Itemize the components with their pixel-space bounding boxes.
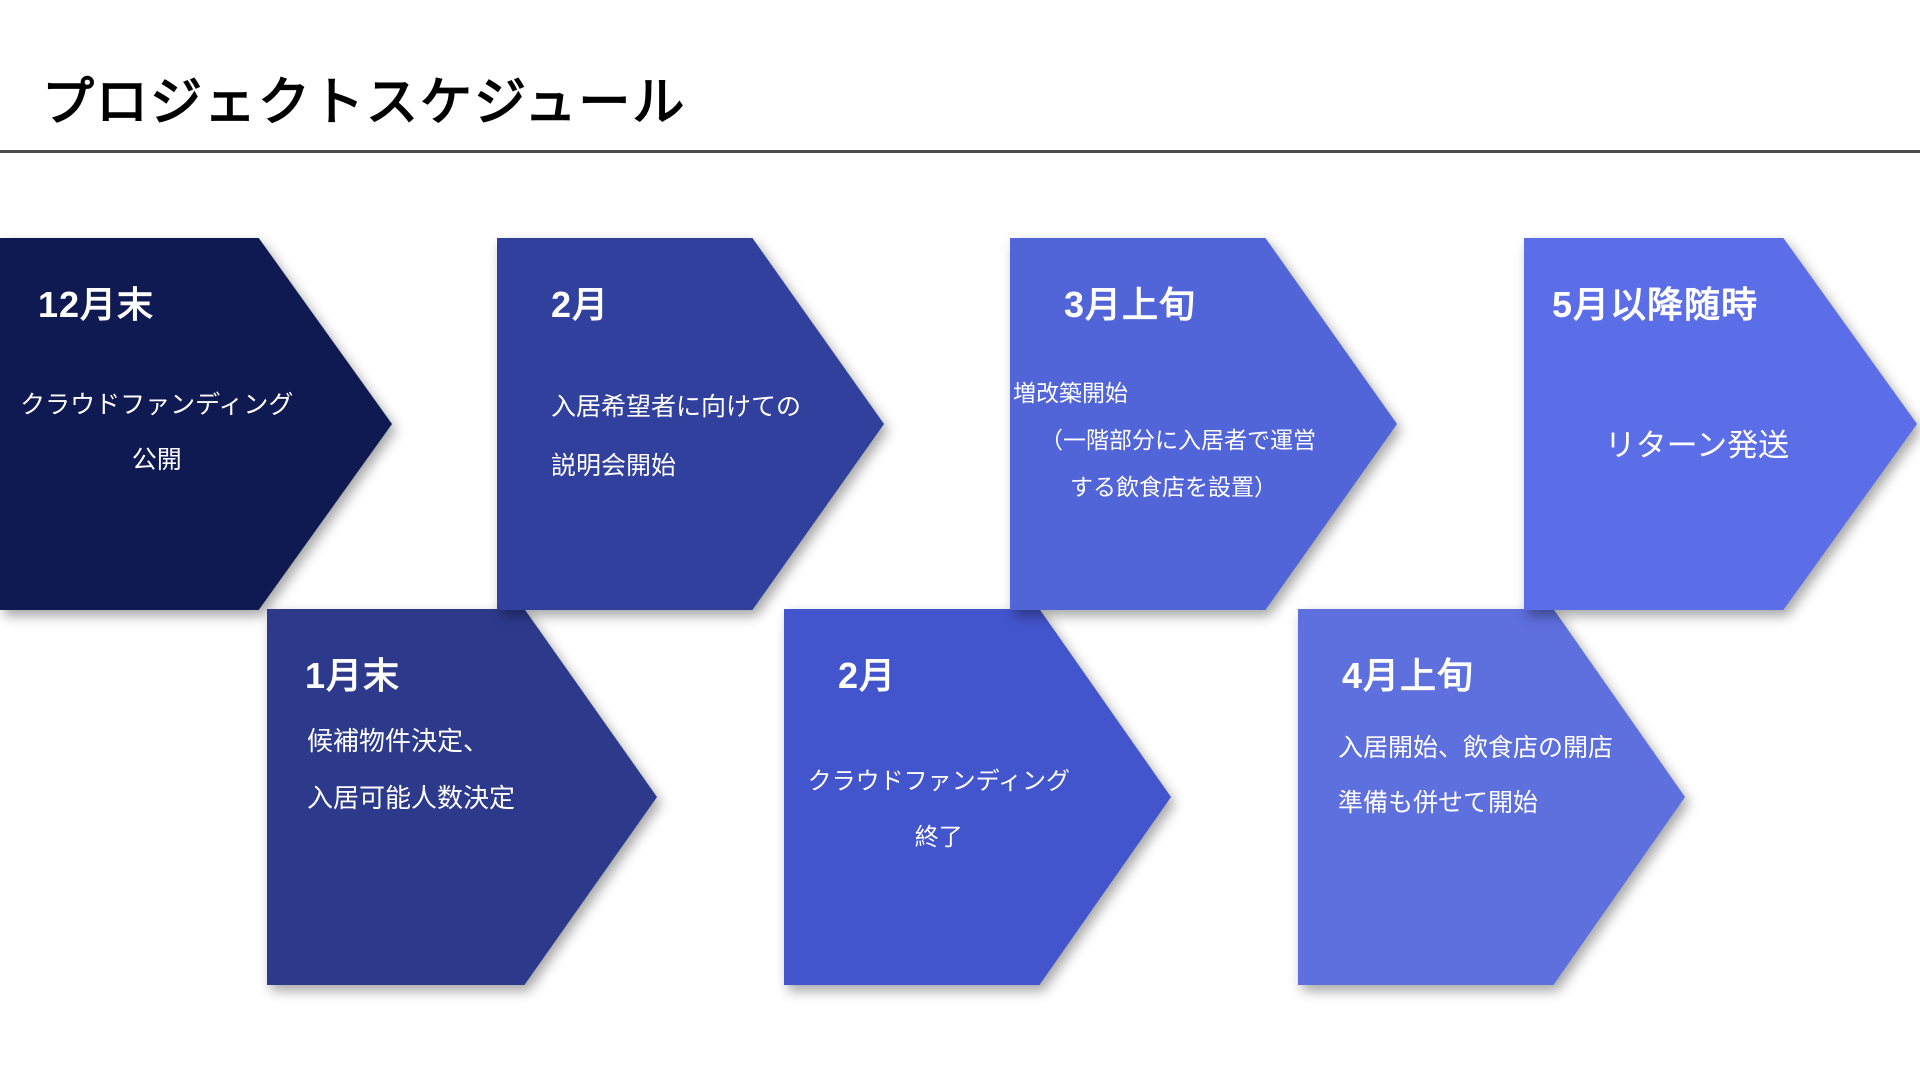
milestone-line: 増改築開始 [1013, 380, 1128, 406]
milestone-line: 候補物件決定、 [307, 726, 490, 756]
milestone-january-end: 1月末 候補物件決定、 入居可能人数決定 [267, 609, 657, 985]
milestone-date: 12月末 [38, 284, 155, 325]
milestone-line: クラウドファンディング [807, 768, 1070, 795]
milestone-line: 入居希望者に向けての [551, 393, 802, 421]
milestone-date: 5月以降随時 [1552, 284, 1759, 325]
milestone-date: 2月 [551, 284, 610, 325]
milestone-description: 候補物件決定、 入居可能人数決定 [267, 713, 657, 827]
milestone-line: 準備も併せて開始 [1338, 789, 1539, 817]
milestone-line: リターン発送 [1604, 428, 1790, 463]
chevron-arrow-shape: 1月末 候補物件決定、 入居可能人数決定 [267, 609, 657, 985]
milestone-date: 4月上旬 [1342, 655, 1475, 696]
milestone-date: 2月 [838, 655, 897, 696]
milestone-line: 公開 [131, 446, 182, 474]
milestone-early-april: 4月上旬 入居開始、飲食店の開店 準備も併せて開始 [1298, 609, 1685, 985]
chevron-arrow-shape: 3月上旬 増改築開始 （一階部分に入居者で運営 する飲食店を設置） [1010, 238, 1397, 610]
milestone-description: 入居開始、飲食店の開店 準備も併せて開始 [1298, 721, 1685, 831]
milestone-line: 説明会開始 [551, 451, 677, 480]
chevron-arrow-shape: 2月 クラウドファンディング 終了 [784, 609, 1171, 985]
milestone-description: クラウドファンディング 終了 [784, 754, 1094, 867]
milestone-from-may: 5月以降随時 リターン発送 [1524, 238, 1917, 610]
page-title: プロジェクトスケジュール [42, 74, 687, 132]
milestone-description: 増改築開始 （一階部分に入居者で運営 する飲食店を設置） [1010, 370, 1397, 511]
milestone-line: 入居開始、飲食店の開店 [1338, 734, 1614, 762]
milestone-description: 入居希望者に向けての 説明会開始 [497, 378, 884, 496]
milestone-line: （一階部分に入居者で運営 [1040, 427, 1316, 454]
milestone-february-briefing: 2月 入居希望者に向けての 説明会開始 [497, 238, 884, 610]
milestone-line: 終了 [914, 824, 963, 852]
chevron-arrow-shape: 4月上旬 入居開始、飲食店の開店 準備も併せて開始 [1298, 609, 1685, 985]
title-divider [0, 150, 1920, 153]
milestone-line: する飲食店を設置） [1070, 474, 1277, 501]
milestone-february-end-crowdfunding: 2月 クラウドファンディング 終了 [784, 609, 1171, 985]
milestone-line: クラウドファンディング [20, 391, 294, 419]
milestone-date: 1月末 [305, 655, 401, 696]
chevron-arrow-shape: 2月 入居希望者に向けての 説明会開始 [497, 238, 884, 610]
milestone-description: リターン発送 [1524, 412, 1870, 480]
milestone-description: クラウドファンディング 公開 [0, 378, 314, 488]
chevron-arrow-shape: 5月以降随時 リターン発送 [1524, 238, 1917, 610]
milestone-early-march: 3月上旬 増改築開始 （一階部分に入居者で運営 する飲食店を設置） [1010, 238, 1397, 610]
chevron-arrow-shape: 12月末 クラウドファンディング 公開 [0, 238, 392, 610]
milestone-date: 3月上旬 [1064, 284, 1197, 325]
milestone-line: 入居可能人数決定 [307, 783, 516, 814]
milestone-december-end: 12月末 クラウドファンディング 公開 [0, 238, 392, 610]
